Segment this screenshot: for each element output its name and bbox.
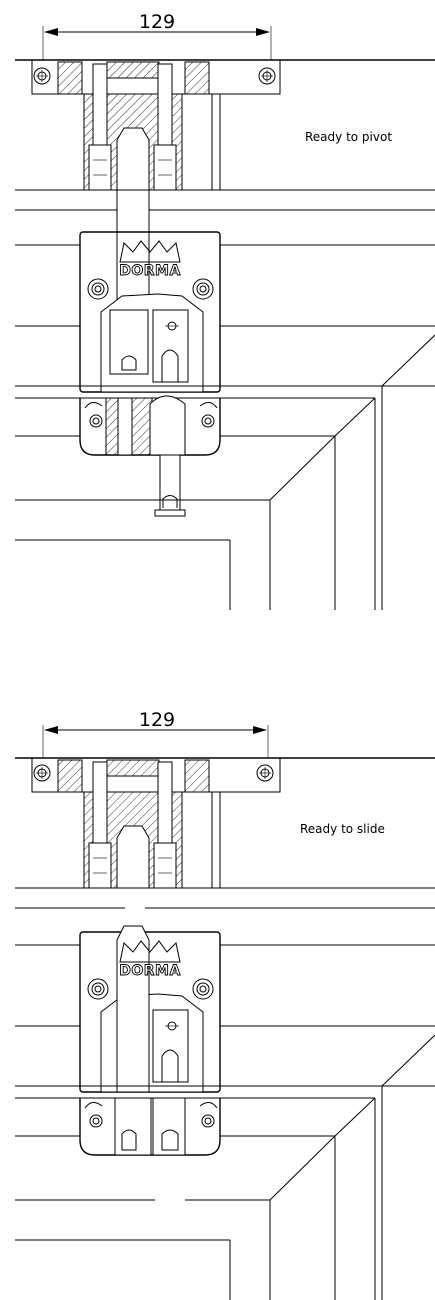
bottom-pivot-assembly (15, 1085, 435, 1156)
diagram-ready-to-slide: 129 (15, 709, 435, 1300)
dorma-logo: DORMA (119, 240, 181, 279)
bottom-pivot-assembly (15, 385, 435, 517)
fixing-screw-icon (192, 278, 214, 300)
fixing-screw-icon (89, 1114, 103, 1128)
state-label: Ready to pivot (305, 130, 392, 144)
fixing-screw-icon (201, 414, 215, 428)
pivot-pin (116, 189, 150, 311)
fixing-screw-icon (87, 978, 109, 1000)
fixing-screw-icon (33, 764, 51, 782)
door-glass-outline (15, 1034, 435, 1300)
fixing-screw-icon (256, 764, 274, 782)
dorma-logo: DORMA (119, 940, 181, 979)
fixing-screw-icon (258, 67, 276, 85)
top-bearing-block (83, 761, 221, 889)
dimension-129: 129 (42, 709, 269, 758)
top-mounting-plate (31, 59, 281, 95)
patch-fitting-body (15, 925, 435, 1093)
door-glass-outline (15, 334, 435, 610)
state-label: Ready to slide (300, 822, 385, 836)
dimension-label: 129 (139, 11, 175, 33)
dimension-label: 129 (139, 709, 175, 731)
fixing-screw-icon (89, 414, 103, 428)
pivot-pin (116, 925, 150, 1093)
fixing-screw-icon (33, 67, 51, 85)
svg-text:DORMA: DORMA (119, 963, 181, 979)
top-mounting-plate (31, 757, 281, 793)
dorma-crown-logo (119, 240, 181, 263)
diagram-ready-to-pivot: 129 (15, 11, 435, 610)
dimension-129: 129 (42, 11, 272, 60)
patch-fitting-body (15, 231, 435, 393)
dorma-crown-logo (119, 940, 181, 963)
fixing-screw-icon (192, 978, 214, 1000)
fixing-screw-icon (201, 1114, 215, 1128)
fixing-screw-icon (87, 278, 109, 300)
svg-text:DORMA: DORMA (119, 263, 181, 279)
